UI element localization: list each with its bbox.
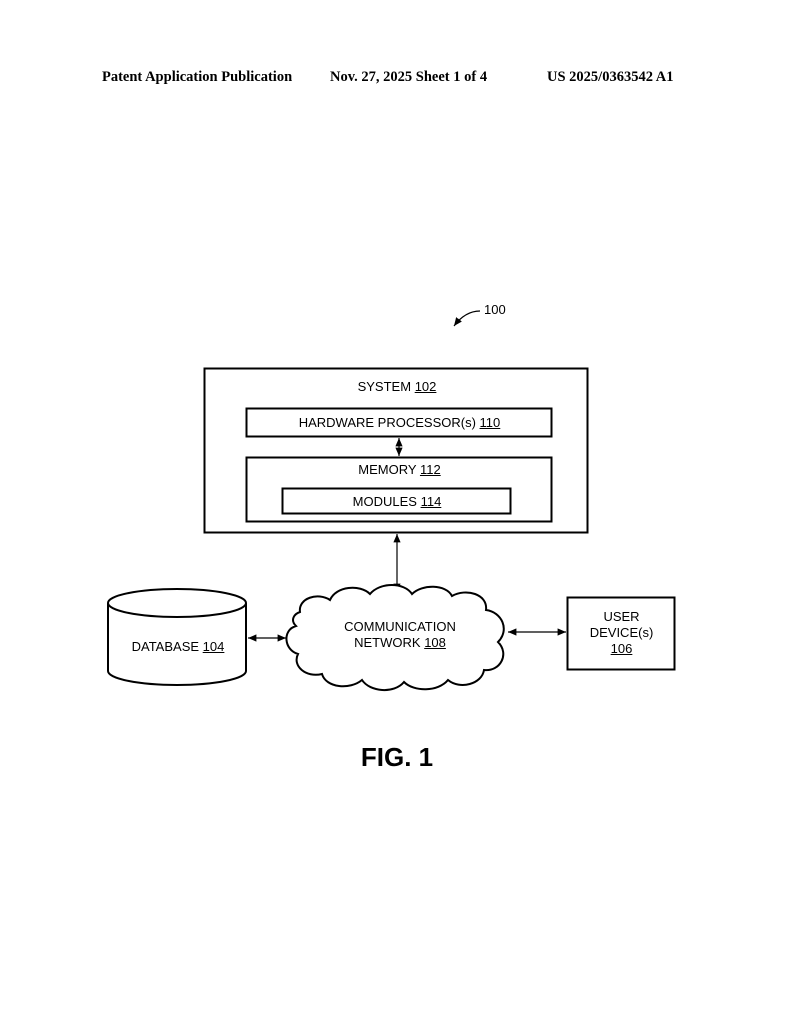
memory-box (245, 456, 553, 523)
system-ref: 102 (414, 379, 437, 394)
memory-text: MEMORY (358, 462, 417, 477)
modules-text: MODULES (352, 494, 417, 509)
publication-label: Patent Application Publication (102, 69, 293, 85)
modules-label: MODULES 114 (282, 494, 512, 510)
database-cylinder (107, 588, 247, 686)
database-text: DATABASE (131, 639, 200, 654)
ref-100-label: 100 (484, 302, 506, 317)
user-device-text-2: DEVICE(s) (589, 625, 654, 640)
memory-ref: 112 (419, 462, 441, 477)
network-cloud (285, 584, 505, 691)
system-box (203, 367, 589, 534)
date-sheet: Nov. 27, 2025 Sheet 1 of 4 (330, 69, 488, 85)
modules-box (281, 487, 512, 515)
processor-box (245, 407, 553, 438)
processor-ref: 110 (479, 415, 501, 430)
user-device-label: USER DEVICE(s) 106 (567, 609, 676, 657)
user-device-text-1: USER (603, 609, 640, 624)
user-device-ref: 106 (610, 641, 633, 656)
network-text-2: NETWORK (354, 635, 421, 650)
page-header: Patent Application Publication Nov. 27, … (0, 69, 794, 89)
network-label: COMMUNICATION NETWORK 108 (300, 619, 500, 651)
modules-ref: 114 (420, 494, 442, 509)
ref-100-arrow (453, 310, 481, 327)
user-device-box (566, 596, 676, 671)
network-ref: 108 (424, 635, 446, 650)
memory-label: MEMORY 112 (246, 462, 553, 478)
system-label: SYSTEM 102 (204, 379, 590, 395)
figure-label: FIG. 1 (360, 742, 434, 772)
system-text: SYSTEM (357, 379, 412, 394)
processor-text: HARDWARE PROCESSOR(s) (298, 415, 476, 430)
database-label: DATABASE 104 (108, 639, 248, 655)
network-text-1: COMMUNICATION (344, 619, 456, 634)
patent-number: US 2025/0363542 A1 (547, 69, 674, 85)
processor-label: HARDWARE PROCESSOR(s) 110 (246, 415, 553, 431)
database-ref: 104 (202, 639, 225, 654)
